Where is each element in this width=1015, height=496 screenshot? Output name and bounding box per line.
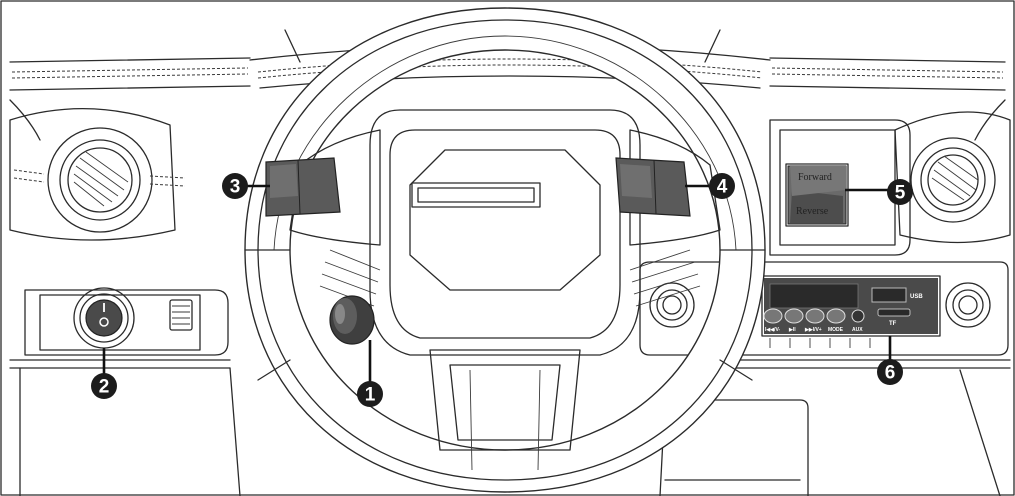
forward-reverse-switch[interactable]: Forward Reverse xyxy=(785,163,849,227)
dashboard-top xyxy=(9,44,1006,141)
aux-label: AUX xyxy=(852,327,863,333)
prev-label: I◀◀/V- xyxy=(765,327,781,333)
callout-4: 4 xyxy=(709,173,735,199)
mode-label: MODE xyxy=(828,327,844,333)
forward-label: Forward xyxy=(798,172,832,183)
play-pause-button[interactable] xyxy=(784,308,804,324)
left-wheel-button[interactable] xyxy=(265,157,341,217)
display-screen xyxy=(769,283,859,309)
play-label: ▶II xyxy=(788,327,796,333)
power-switch[interactable] xyxy=(73,287,135,349)
media-panel: USB TF I◀◀/V- ▶II ▶▶I/V+ MODE AUX xyxy=(761,275,941,348)
callout-5: 5 xyxy=(887,179,913,205)
callout-6: 6 xyxy=(877,359,903,385)
svg-text:5: 5 xyxy=(895,183,906,204)
mode-button[interactable] xyxy=(826,308,846,324)
prev-volume-down-button[interactable] xyxy=(763,308,783,324)
steering-hub xyxy=(369,109,641,356)
svg-text:6: 6 xyxy=(885,363,896,384)
right-wheel-button[interactable] xyxy=(615,157,691,217)
tf-label: TF xyxy=(889,321,897,327)
power-off-symbol xyxy=(99,317,109,327)
svg-text:3: 3 xyxy=(230,177,241,198)
callout-1: 1 xyxy=(357,381,383,407)
next-label: ▶▶I/V+ xyxy=(804,327,822,333)
tf-card-slot[interactable] xyxy=(877,308,911,317)
svg-text:2: 2 xyxy=(99,377,110,398)
steering-wheel xyxy=(244,7,766,493)
horn-knob[interactable] xyxy=(329,295,375,345)
callout-2: 2 xyxy=(91,373,117,399)
next-volume-up-button[interactable] xyxy=(805,308,825,324)
right-air-vent xyxy=(894,111,1011,244)
svg-text:4: 4 xyxy=(717,177,728,198)
usb-label: USB xyxy=(910,294,923,300)
svg-text:1: 1 xyxy=(365,385,376,406)
left-air-vent xyxy=(9,107,186,241)
callout-3: 3 xyxy=(222,173,248,199)
aux-jack[interactable] xyxy=(851,309,865,323)
reverse-label: Reverse xyxy=(796,206,829,217)
left-lower-panel xyxy=(9,289,241,496)
usb-port[interactable] xyxy=(871,287,907,303)
